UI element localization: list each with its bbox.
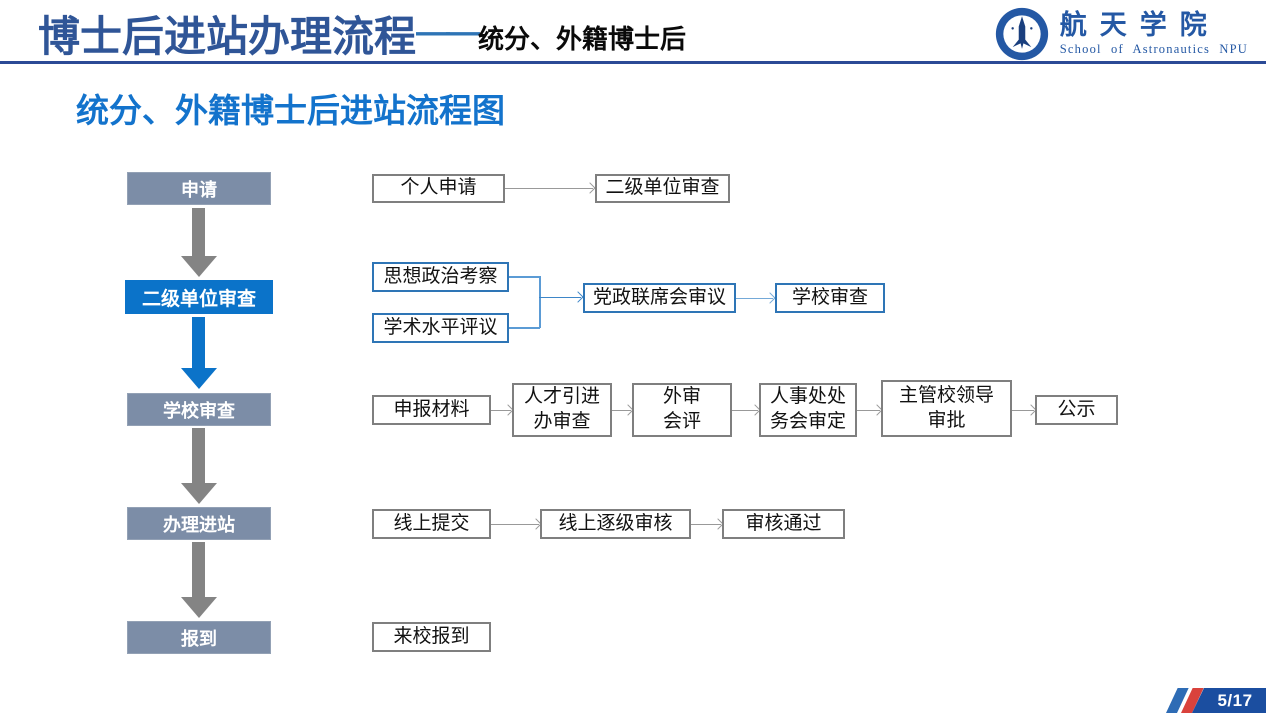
flow-box-publicity: 公示 [1035, 395, 1118, 425]
school-name-cn: 航天学院 [1059, 9, 1220, 40]
school-name-en: School of Astronautics NPU [1059, 42, 1248, 57]
school-logo-text: 航天学院 School of Astronautics NPU [1059, 9, 1248, 58]
flow-arrow-icon [491, 524, 539, 525]
flow-arrow-icon [732, 410, 758, 411]
flow-arrow-icon [736, 298, 773, 299]
flow-box-materials: 申报材料 [372, 395, 491, 425]
flow-arrow-icon [1012, 410, 1034, 411]
stage-box-unit-review: 二级单位审查 [125, 280, 273, 314]
flow-box-academic-evaluation: 学术水平评议 [372, 313, 509, 343]
page-title: 博士后进站办理流程 —— 统分、外籍博士后 [38, 10, 686, 60]
flow-box-online-audit: 线上逐级审核 [540, 509, 691, 539]
stage-box-school-review: 学校审查 [127, 393, 271, 426]
page-title-main: 博士后进站办理流程 [38, 12, 417, 60]
flow-box-talent-office-review: 人才引进 办审查 [512, 383, 612, 437]
stage-box-report: 报到 [127, 621, 271, 654]
flow-arrow-icon [491, 410, 511, 411]
header-divider [0, 61, 1266, 64]
flow-box-school-review: 学校审查 [775, 283, 885, 313]
flow-box-hr-meeting: 人事处处 务会审定 [759, 383, 857, 437]
page-title-dash: —— [416, 13, 480, 51]
flow-arrow-icon [857, 410, 880, 411]
flow-box-joint-meeting: 党政联席会审议 [583, 283, 736, 313]
connector-line [509, 276, 540, 278]
flow-arrow-icon [612, 410, 631, 411]
stage-arrow-down-icon [180, 542, 217, 618]
flow-box-leader-approval: 主管校领导 审批 [881, 380, 1012, 437]
school-emblem-icon [995, 7, 1048, 61]
flow-box-online-submit: 线上提交 [372, 509, 491, 539]
stage-arrow-down-icon [180, 317, 217, 389]
section-title: 统分、外籍博士后进站流程图 [76, 92, 505, 129]
flow-box-personal-application: 个人申请 [372, 174, 505, 203]
flow-arrow-icon [505, 188, 593, 189]
stage-arrow-down-icon [180, 208, 217, 277]
emblem-rocket-icon [1012, 16, 1032, 49]
flow-box-political-exam: 思想政治考察 [372, 262, 509, 292]
flow-arrow-icon [691, 524, 721, 525]
stage-arrow-down-icon [180, 428, 217, 504]
connector-line [509, 327, 540, 329]
page-title-suffix: 统分、外籍博士后 [478, 23, 687, 54]
page-number-badge: 5/17 [1192, 688, 1266, 713]
stage-box-apply: 申请 [127, 172, 271, 205]
stage-box-entry: 办理进站 [127, 507, 271, 540]
flow-box-audit-passed: 审核通过 [722, 509, 845, 539]
flow-box-external-review: 外审 会评 [632, 383, 732, 437]
flow-arrow-icon [539, 297, 581, 298]
page-number: 5/17 [1217, 690, 1253, 710]
flow-box-campus-report: 来校报到 [372, 622, 491, 652]
flow-box-unit-review: 二级单位审查 [595, 174, 730, 203]
school-logo: 航天学院 School of Astronautics NPU [994, 6, 1248, 62]
connector-line [539, 276, 541, 328]
